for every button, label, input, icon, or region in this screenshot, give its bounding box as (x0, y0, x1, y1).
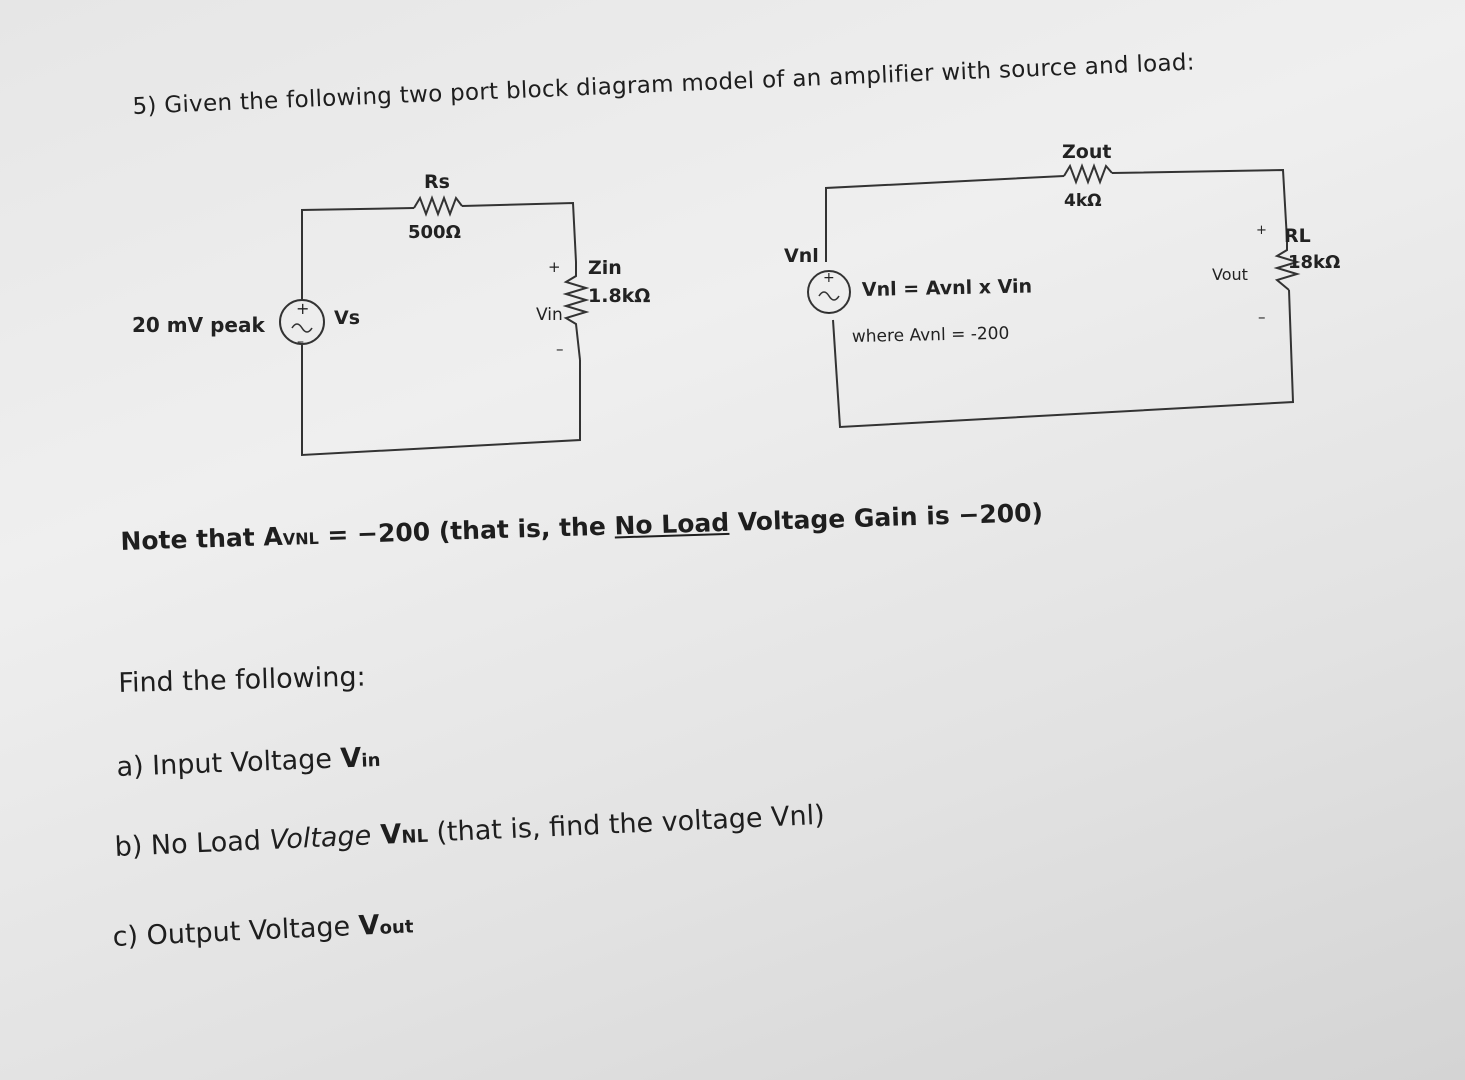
avnl-note: where Avnl = -200 (852, 324, 1010, 347)
question-b: b) No Load Voltage VNL (that is, find th… (114, 800, 825, 863)
vnl-source-symbol (807, 270, 851, 314)
gain-note-underlined: No Load (614, 507, 730, 541)
output-loop-wire (825, 175, 1065, 262)
source-amplitude-label: 20 mV peak (132, 313, 265, 337)
gain-note-suffix: Voltage Gain is −200) (728, 498, 1044, 537)
output-loop-wire-right (1111, 168, 1288, 241)
zout-label: Zout (1062, 141, 1111, 163)
question-a: a) Input Voltage Vin (116, 742, 381, 783)
vin-minus-sign: – (556, 340, 564, 358)
gain-note-prefix: Note that A (120, 521, 284, 556)
rs-label: Rs (424, 171, 450, 193)
vnl-minus-sign: – (825, 305, 831, 319)
vnl-label: Vnl (784, 245, 819, 267)
vout-label: Vout (1212, 265, 1248, 284)
vs-source-symbol (279, 299, 325, 345)
question-c-symbol: V (357, 909, 381, 942)
vin-label: Vin (536, 305, 563, 325)
vnl-equation: Vnl = Avnl x Vin (862, 275, 1033, 301)
find-heading: Find the following: (118, 661, 367, 699)
source-name-label: Vs (334, 307, 360, 329)
vout-plus-sign: + (1256, 223, 1267, 238)
question-c-subscript: out (379, 916, 414, 939)
gain-note-subscript: VNL (282, 528, 320, 549)
vin-plus-sign: + (548, 258, 561, 276)
question-b-text: b) No Load (114, 824, 271, 863)
question-a-symbol: V (339, 742, 362, 775)
zout-resistor-symbol (1063, 163, 1113, 185)
question-c-text: c) Output Voltage (112, 910, 360, 953)
vs-plus-sign: + (296, 299, 309, 318)
zin-label: Zin (588, 257, 622, 279)
question-b-italic: Voltage (268, 820, 372, 856)
rs-value: 500Ω (408, 222, 461, 243)
input-loop-wire-right (461, 201, 577, 263)
question-b-subscript: NL (401, 825, 429, 848)
gain-note: Note that AVNL = −200 (that is, the No L… (120, 498, 1043, 556)
rl-label: RL (1284, 225, 1311, 247)
zout-value: 4kΩ (1064, 191, 1102, 211)
question-a-subscript: in (361, 749, 381, 772)
zin-resistor-symbol (562, 262, 590, 361)
vout-minus-sign: – (1258, 308, 1266, 326)
input-loop-wire (301, 207, 415, 300)
vnl-plus-sign: + (823, 270, 835, 286)
question-c: c) Output Voltage Vout (112, 908, 414, 953)
vs-minus-sign: – (297, 334, 304, 350)
output-loop-bottom (832, 289, 1295, 429)
two-port-circuit-diagram: + – + – 20 mV peak Vs Rs 500Ω + Vin – Zi… (132, 141, 1340, 457)
question-b-tail: (that is, find the voltage Vnl) (427, 799, 826, 849)
rl-value: 18kΩ (1288, 252, 1340, 273)
question-a-text: a) Input Voltage (116, 743, 342, 783)
input-loop-bottom (301, 345, 581, 457)
zin-value: 1.8kΩ (588, 285, 650, 307)
rs-resistor-symbol (413, 195, 463, 217)
gain-note-middle: = −200 (that is, the (318, 511, 615, 550)
rl-resistor-symbol (1273, 240, 1301, 291)
question-b-symbol: V (370, 818, 403, 852)
